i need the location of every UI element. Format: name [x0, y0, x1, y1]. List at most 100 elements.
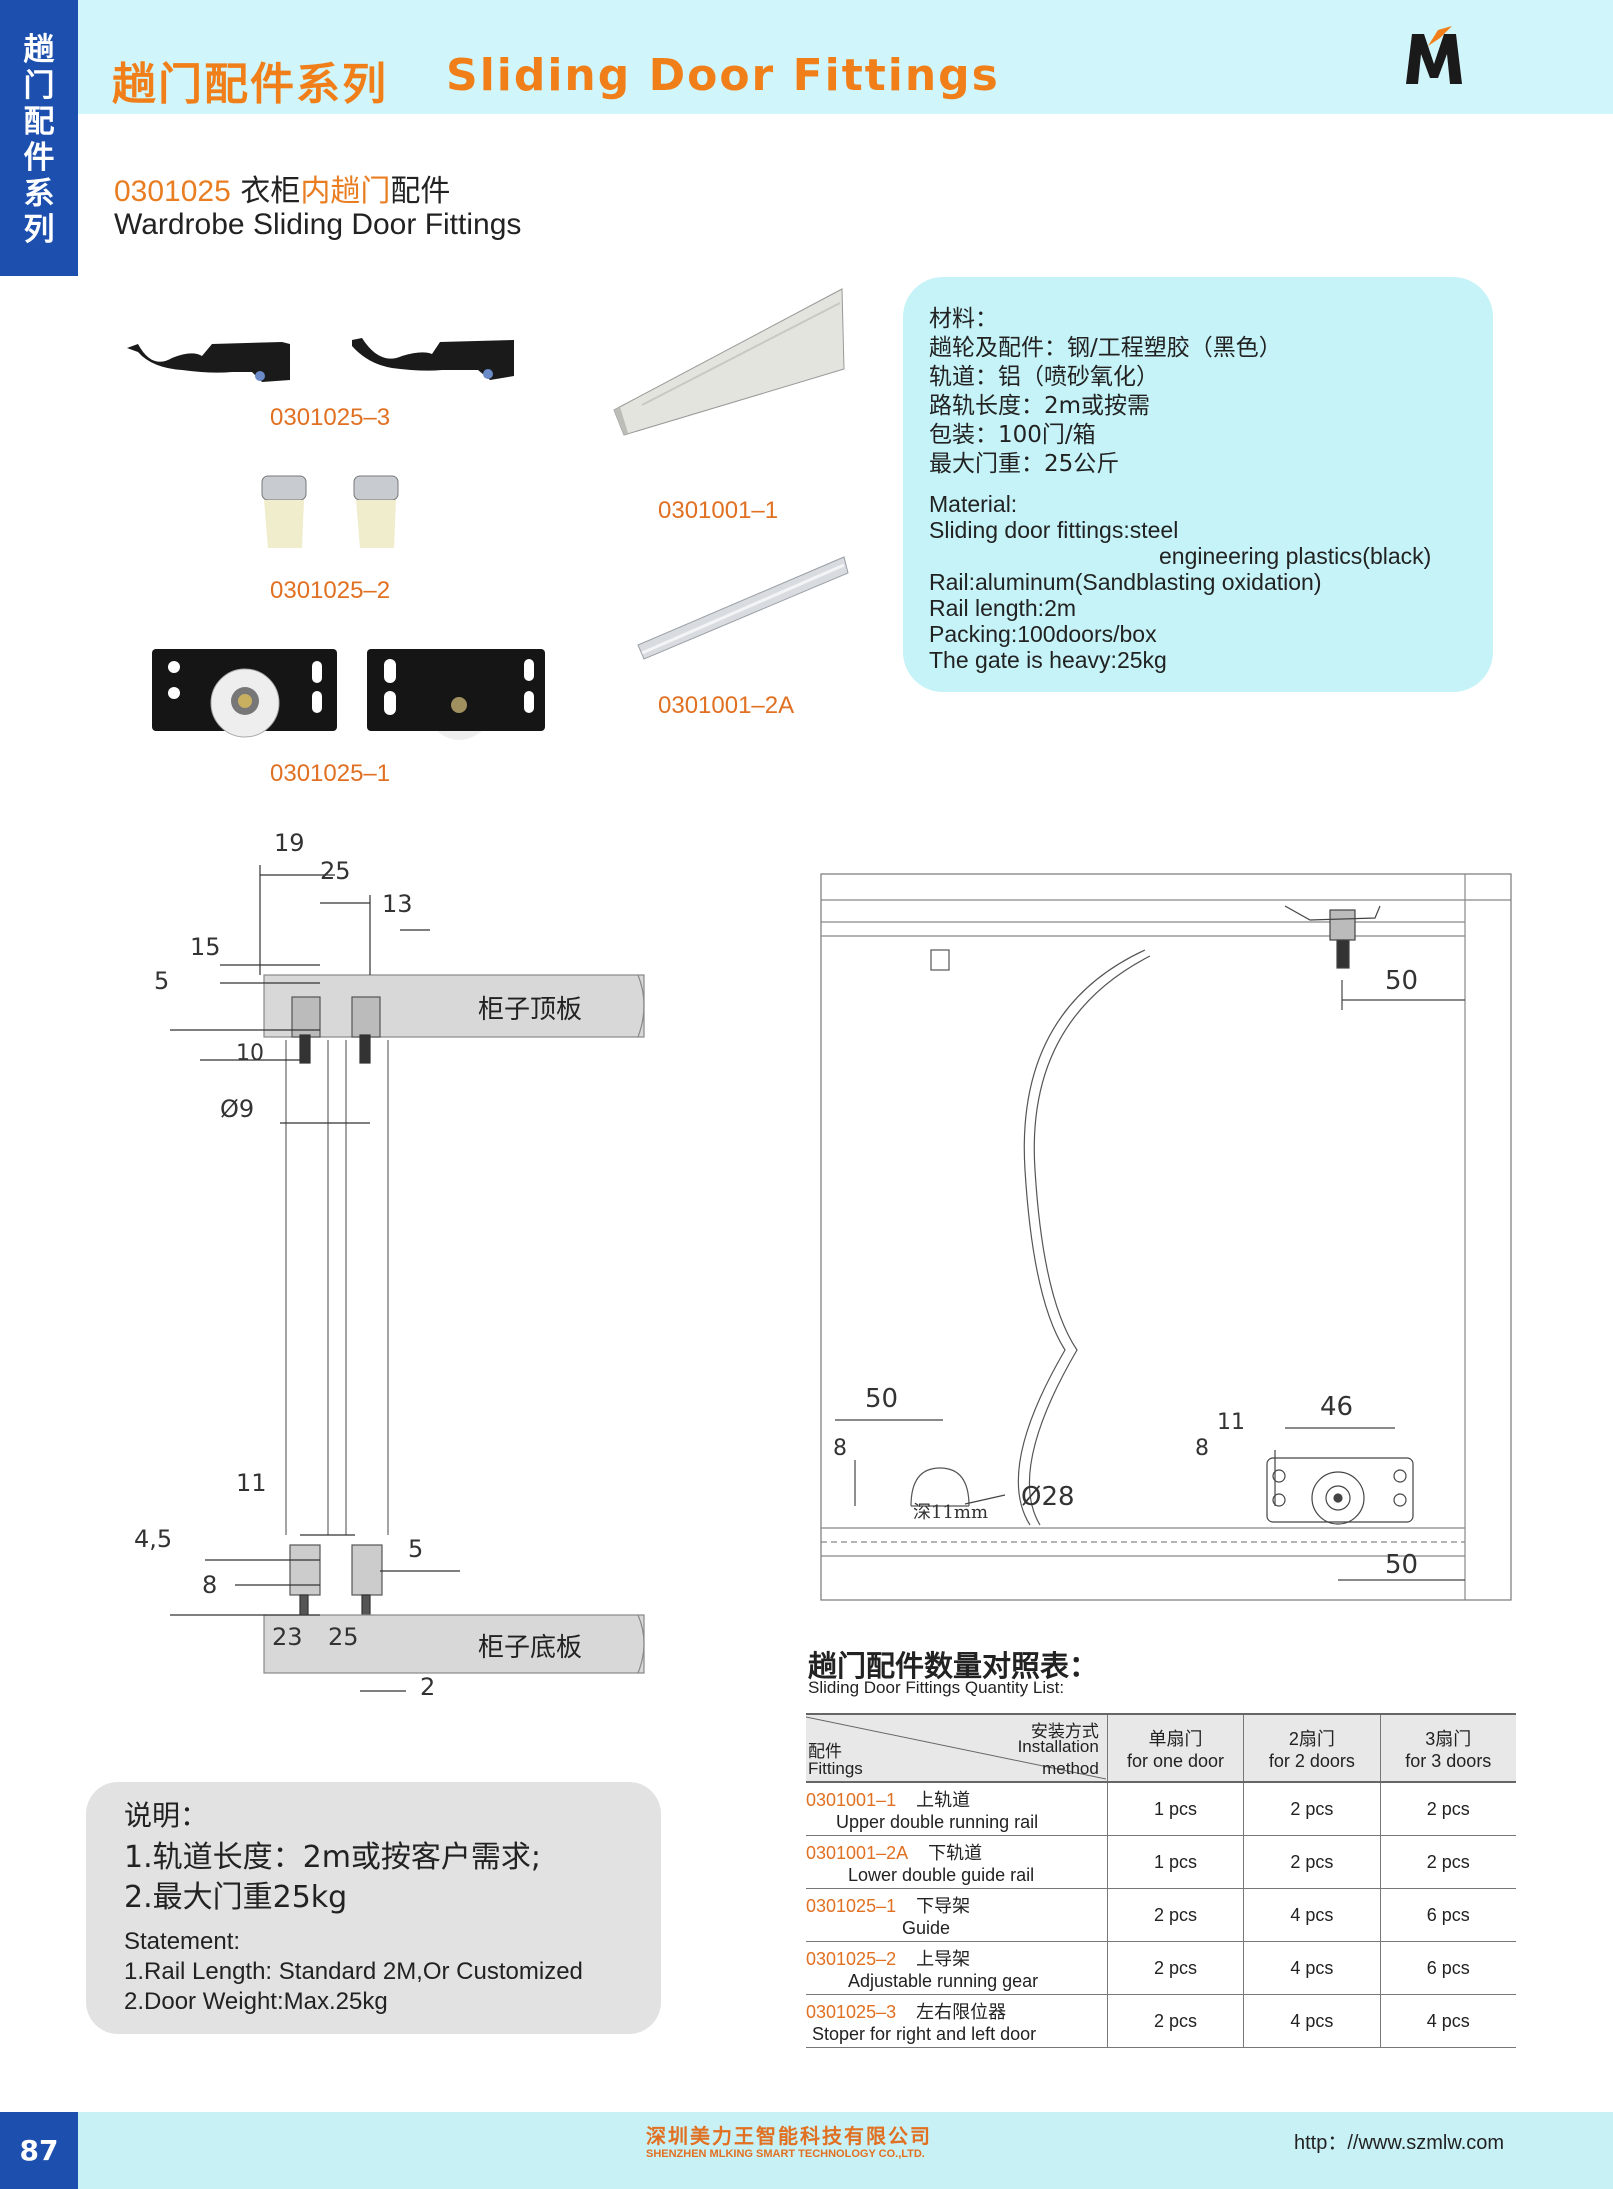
brand-logo	[1400, 26, 1472, 88]
qty-cell: 4 pcs	[1243, 1994, 1381, 2048]
dim-label: 50	[865, 1384, 899, 1414]
guide-image	[152, 645, 552, 754]
website-link[interactable]: http：//www.szmlw.com	[1294, 2132, 1505, 2154]
quantity-table: 安装方式 Installation method 配件 Fittings 单扇门…	[806, 1713, 1516, 2048]
notes-item-cn: 2.最大门重25kg	[124, 1880, 348, 1915]
dim-label: 11	[236, 1469, 267, 1497]
qty-cell: 4 pcs	[1243, 1941, 1381, 1995]
fitting-name-en: Lower double guide rail	[848, 1864, 1035, 1885]
dim-label: 50	[1385, 1550, 1419, 1580]
product-title-en: Wardrobe Sliding Door Fittings	[114, 208, 522, 241]
spec-cn-line: 最大门重：25公斤	[929, 451, 1120, 477]
depth-label: 深11mm	[913, 1502, 989, 1523]
column-header-en: for one door	[1126, 1750, 1225, 1771]
hdr-method-cn: 安装方式	[1030, 1722, 1099, 1741]
dim-label: 25	[320, 857, 351, 885]
spec-cn-line: 路轨长度：2m或按需	[929, 393, 1151, 419]
notes-heading-cn: 说明：	[124, 1799, 209, 1832]
running-gear-image	[258, 470, 408, 558]
qty-cell: 2 pcs	[1243, 1782, 1381, 1836]
sidebar-char: 系	[23, 176, 55, 212]
qty-cell: 2 pcs	[1379, 1835, 1516, 1889]
page-number: 87	[0, 2112, 78, 2189]
fitting-name-en: Guide	[902, 1917, 951, 1938]
notes-heading-en: Statement:	[124, 1928, 241, 1955]
dim-label: Ø28	[1021, 1482, 1075, 1512]
part-label-stopper: 0301025–3	[270, 404, 391, 431]
spec-cn-line: 材料：	[929, 306, 998, 332]
column-header-en: for 2 doors	[1268, 1750, 1355, 1771]
upper-rail-image	[612, 285, 852, 449]
sidebar-char: 件	[23, 140, 55, 176]
qty-cell: 2 pcs	[1106, 1888, 1244, 1942]
dim-label: 8	[833, 1436, 847, 1461]
sidebar-char: 配	[23, 104, 55, 140]
dim-label: 25	[328, 1623, 359, 1651]
sidebar-char: 门	[23, 68, 55, 104]
spec-box: 材料： 趟轮及配件：钢/工程塑胶（黑色） 轨道：铝（喷砂氧化） 路轨长度：2m或…	[903, 277, 1493, 692]
spec-en-line: Rail:aluminum(Sandblasting oxidation)	[929, 569, 1322, 595]
spec-en-line: Rail length:2m	[929, 595, 1077, 621]
fitting-name-cn: 上轨道	[916, 1789, 971, 1810]
part-label-lower-rail: 0301001–2A	[658, 692, 795, 719]
front-drawing: 50 50 8 8 11 46 50 Ø28 深11mm	[815, 870, 1515, 1605]
table-title-cn: 趟门配件数量对照表：	[808, 1649, 1099, 1683]
spec-en-line: Sliding door fittings:steel	[929, 517, 1179, 543]
notes-item-en: 1.Rail Length: Standard 2M,Or Customized	[124, 1958, 583, 1985]
dim-label: 11	[1217, 1410, 1245, 1435]
fitting-code: 0301001–2A	[806, 1842, 909, 1863]
column-header-cn: 3扇门	[1425, 1728, 1472, 1749]
qty-cell: 2 pcs	[1106, 1941, 1244, 1995]
spec-cn-line: 包装：100门/箱	[929, 422, 1096, 448]
notes-item-en: 2.Door Weight:Max.25kg	[124, 1988, 388, 2015]
column-header-en: for 3 doors	[1405, 1750, 1492, 1771]
section-drawing: 19 25 13 15 5 10 Ø9 11 4,5 5 8 23 25 2 柜…	[130, 829, 650, 1715]
fitting-name-cn: 左右限位器	[916, 2001, 1007, 2022]
qty-cell: 4 pcs	[1379, 1994, 1516, 2048]
qty-cell: 2 pcs	[1379, 1782, 1516, 1836]
fitting-code: 0301025–1	[806, 1895, 897, 1916]
spec-en-line: The gate is heavy:25kg	[929, 647, 1167, 673]
product-title-part2: 内趟门	[300, 174, 391, 209]
fitting-code: 0301025–2	[806, 1948, 897, 1969]
product-code: 0301025	[114, 175, 231, 208]
dim-label: 23	[272, 1623, 303, 1651]
qty-cell: 2 pcs	[1243, 1835, 1381, 1889]
part-label-upper-rail: 0301001–1	[658, 497, 779, 524]
bottom-board-label: 柜子底板	[478, 1633, 583, 1663]
product-title-cn: 0301025 衣柜内趟门配件	[114, 166, 450, 210]
header-title-cn: 趟门配件系列	[112, 59, 388, 110]
qty-cell: 4 pcs	[1243, 1888, 1381, 1942]
spec-cn-line: 轨道：铝（喷砂氧化）	[929, 364, 1159, 390]
table-title-en: Sliding Door Fittings Quantity List:	[808, 1678, 1065, 1697]
dim-label: 46	[1320, 1392, 1354, 1422]
qty-cell: 6 pcs	[1379, 1941, 1516, 1995]
dim-label: 15	[190, 933, 221, 961]
fitting-name-en: Adjustable running gear	[848, 1970, 1039, 1991]
fitting-name-en: Stoper for right and left door	[812, 2023, 1037, 2044]
dim-label: Ø9	[220, 1095, 255, 1123]
qty-cell: 2 pcs	[1106, 1994, 1244, 2048]
dim-label: 10	[236, 1041, 264, 1066]
lower-rail-image	[632, 553, 852, 667]
dim-label: 8	[202, 1571, 218, 1599]
header-band	[78, 0, 1613, 114]
column-header-cn: 单扇门	[1148, 1728, 1203, 1749]
spec-en-line: engineering plastics(black)	[1159, 543, 1432, 569]
notes-item-cn: 1.轨道长度：2m或按客户需求;	[124, 1840, 542, 1875]
dim-label: 13	[382, 890, 413, 918]
dim-label: 50	[1385, 966, 1419, 996]
header-title-en: Sliding Door Fittings	[446, 50, 1000, 101]
dim-label: 19	[274, 829, 305, 857]
hdr-method-en2: method	[1042, 1759, 1099, 1778]
